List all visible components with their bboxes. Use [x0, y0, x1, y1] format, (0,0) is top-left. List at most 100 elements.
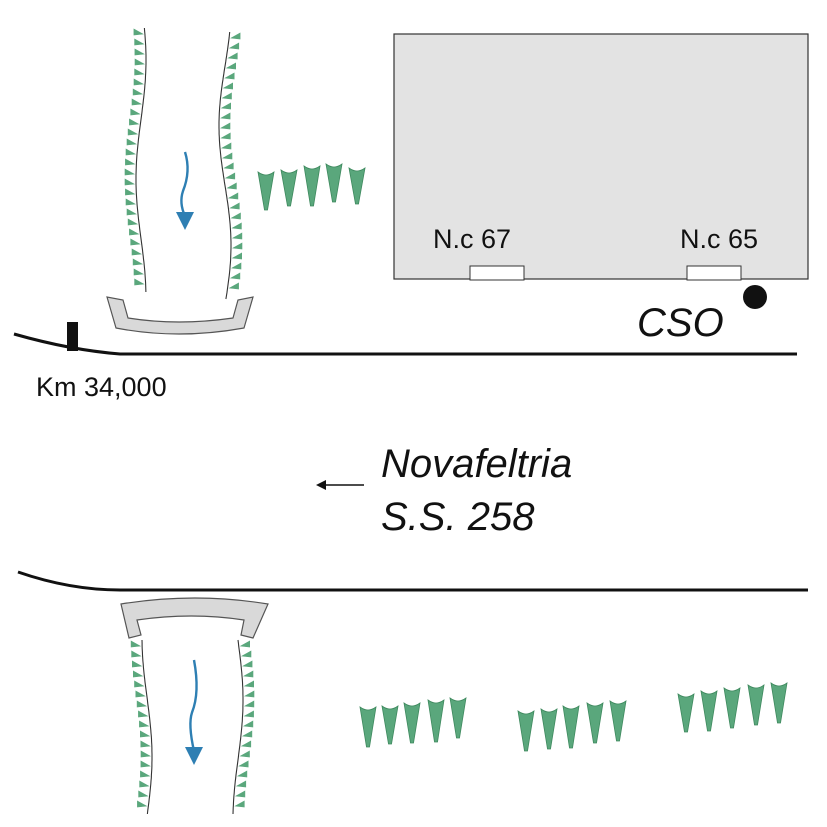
bank-vegetation-tick — [125, 148, 136, 156]
bank-vegetation-tick — [224, 72, 235, 80]
bank-vegetation-tick — [220, 102, 231, 110]
bank-vegetation-tick — [240, 740, 252, 748]
tree-icon — [257, 171, 275, 211]
bank-vegetation-tick — [125, 188, 136, 196]
bank-vegetation-tick — [224, 172, 236, 180]
down-arrow-icon — [185, 659, 203, 765]
bank-vegetation-tick — [238, 760, 249, 768]
bank-vegetation-tick — [139, 780, 150, 788]
bank-vegetation-tick — [137, 800, 148, 808]
bank-vegetation-tick — [243, 680, 254, 688]
bank-vegetation-tick — [235, 780, 247, 788]
stream-upper-right-bank — [218, 31, 232, 300]
culvert-upper — [106, 296, 254, 335]
bank-vegetation-tick — [140, 770, 151, 778]
km-marker-icon — [67, 322, 78, 351]
bank-vegetation-tick — [134, 48, 145, 56]
bank-vegetation-tick — [231, 252, 242, 260]
bank-vegetation-tick — [132, 88, 144, 96]
tree-icon — [609, 700, 627, 742]
bank-vegetation-tick — [124, 178, 135, 186]
bank-vegetation-tick — [228, 282, 239, 290]
bank-vegetation-tick — [138, 790, 149, 798]
bank-vegetation-tick — [242, 720, 254, 728]
bank-vegetation-tick — [140, 760, 151, 768]
bank-vegetation-tick — [229, 202, 240, 210]
tree-icon — [700, 690, 718, 732]
tree-icon — [747, 684, 765, 726]
bank-vegetation-tick — [134, 38, 145, 46]
bank-vegetation-tick — [134, 58, 145, 66]
tree-icon — [677, 693, 695, 733]
bank-vegetation-tick — [239, 750, 250, 758]
bank-vegetation-tick — [133, 670, 144, 678]
building — [393, 33, 809, 280]
stream-upper-left-bank — [135, 27, 147, 293]
bank-vegetation-tick — [220, 132, 231, 140]
cso-dot-icon — [743, 285, 767, 309]
tree-icon — [517, 710, 535, 752]
label-km: Km 34,000 — [36, 372, 167, 402]
bank-vegetation-tick — [234, 800, 245, 808]
bank-vegetation-tick — [132, 258, 144, 266]
bank-vegetation-tick — [136, 700, 148, 708]
tree-icon — [359, 706, 377, 748]
bank-vegetation-tick — [127, 218, 139, 226]
manhole-nc67 — [469, 265, 525, 281]
bank-vegetation-tick — [243, 710, 254, 718]
label-town: Novafeltria — [381, 442, 572, 486]
tree-icon — [586, 702, 604, 744]
bank-vegetation-tick — [140, 740, 151, 748]
bank-vegetation-tick — [239, 640, 250, 648]
label-nc67: N.c 67 — [433, 224, 511, 254]
bank-vegetation-tick — [229, 272, 241, 280]
label-road: S.S. 258 — [381, 495, 535, 539]
bank-vegetation-tick — [126, 208, 137, 216]
bank-vegetation-tick — [241, 730, 253, 738]
bank-vegetation-tick — [140, 730, 151, 738]
bank-vegetation-tick — [243, 700, 255, 708]
bank-vegetation-tick — [130, 238, 141, 246]
bank-vegetation-tick — [230, 32, 241, 40]
bank-vegetation-tick — [134, 680, 145, 688]
bank-vegetation-tick — [232, 242, 243, 250]
bank-vegetation-tick — [126, 138, 137, 146]
bank-vegetation-tick — [227, 52, 238, 60]
bank-vegetation-tick — [222, 152, 233, 160]
tree-icon — [381, 705, 399, 745]
tree-icon — [449, 697, 467, 739]
label-nc65: N.c 65 — [680, 224, 758, 254]
bank-vegetation-tick — [244, 690, 255, 698]
bank-vegetation-tick — [220, 122, 231, 130]
bank-vegetation-tick — [221, 142, 232, 150]
label-cso: CSO — [637, 301, 724, 345]
bank-vegetation-tick — [129, 228, 140, 236]
tree-icon — [723, 687, 741, 729]
down-arrow-icon — [176, 151, 194, 230]
bank-vegetation-tick — [133, 28, 144, 36]
bank-vegetation-tick — [236, 770, 248, 778]
tree-icon — [280, 169, 298, 207]
stream-lower-left-bank — [141, 639, 153, 815]
bank-vegetation-tick — [220, 112, 231, 120]
bank-vegetation-tick — [230, 212, 241, 220]
tree-icon — [325, 163, 343, 203]
bank-vegetation-tick — [222, 82, 233, 90]
bank-vegetation-tick — [231, 262, 242, 270]
bank-vegetation-tick — [231, 222, 242, 230]
bank-vegetation-tick — [133, 78, 144, 86]
bank-vegetation-tick — [125, 158, 136, 166]
tree-icon — [770, 682, 788, 724]
bank-vegetation-tick — [135, 690, 146, 698]
bank-vegetation-tick — [134, 68, 145, 76]
tree-icon — [403, 702, 421, 744]
bank-vegetation-tick — [227, 192, 239, 200]
bank-vegetation-tick — [226, 182, 237, 190]
bank-vegetation-tick — [242, 660, 253, 668]
bank-vegetation-tick — [127, 128, 139, 136]
tree-icon — [303, 165, 321, 207]
bank-vegetation-tick — [131, 248, 142, 256]
bank-vegetation-tick — [234, 790, 246, 798]
bank-vegetation-tick — [243, 670, 254, 678]
